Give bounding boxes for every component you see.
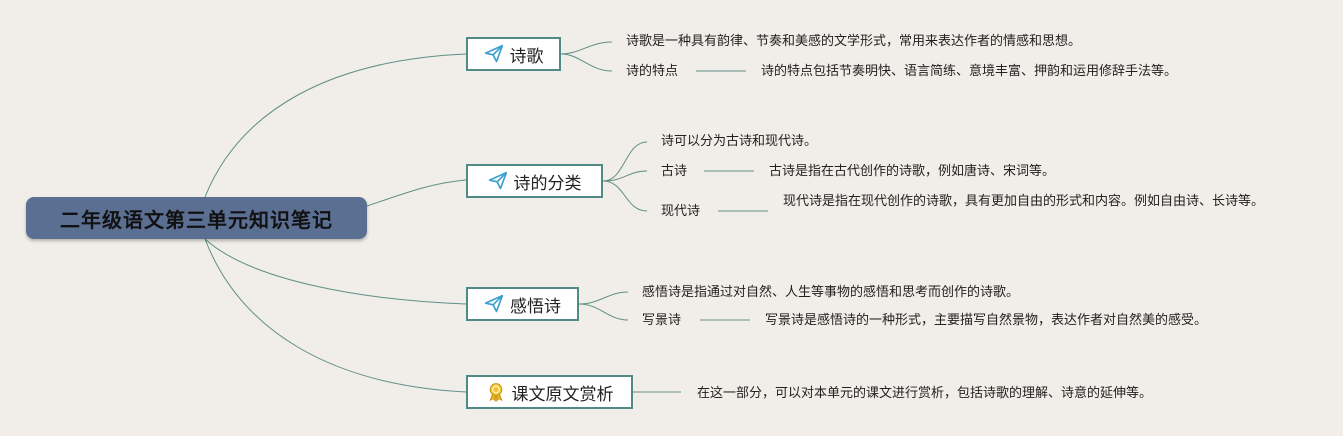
ancient-poetry-label: 古诗: [661, 164, 688, 179]
poetry-desc: 诗歌是一种具有韵律、节奏和美感的文学形式，常用来表达作者的情感和思想。: [626, 34, 1082, 49]
link-classification-ancient: [602, 170, 648, 182]
link-root-classification: [366, 179, 467, 207]
poetry-feature-label: 诗的特点: [626, 64, 679, 79]
branch-classification[interactable]: 诗的分类: [466, 164, 603, 198]
branch-reflective[interactable]: 感悟诗: [466, 287, 579, 321]
link-root-poetry: [204, 53, 467, 198]
link-classification-modern: [602, 180, 648, 212]
poetry-feature-text: 诗的特点包括节奏明快、语言简练、意境丰富、押韵和运用修辞手法等。: [761, 64, 1178, 79]
modern-poetry-label: 现代诗: [661, 204, 701, 219]
ancient-poetry-text: 古诗是指在古代创作的诗歌，例如唐诗、宋词等。: [769, 164, 1056, 179]
link-root-reflective: [204, 238, 467, 305]
appreciation-desc: 在这一部分，可以对本单元的课文进行赏析，包括诗歌的理解、诗意的延伸等。: [697, 386, 1153, 401]
link-classification-desc: [602, 141, 648, 182]
scenery-poetry-label: 写景诗: [642, 313, 682, 328]
classification-desc: 诗可以分为古诗和现代诗。: [661, 134, 818, 149]
branch-appreciation[interactable]: 课文原文赏析: [466, 375, 633, 409]
reflective-desc: 感悟诗是指通过对自然、人生等事物的感悟和思考而创作的诗歌。: [642, 285, 1020, 300]
branch-label: 感悟诗: [510, 296, 561, 317]
link-poetry-feature: [560, 53, 613, 72]
branch-poetry[interactable]: 诗歌: [466, 37, 561, 71]
branch-label: 课文原文赏析: [511, 384, 614, 405]
root-topic[interactable]: 二年级语文第三单元知识笔记: [26, 197, 367, 239]
scenery-poetry-text: 写景诗是感悟诗的一种形式，主要描写自然景物，表达作者对自然美的感受。: [765, 313, 1208, 328]
award-ribbon-icon: [488, 383, 503, 402]
paper-plane-icon: [488, 171, 507, 190]
branch-label: 诗歌: [509, 46, 544, 67]
link-reflective-desc: [578, 291, 629, 305]
modern-poetry-text: 现代诗是指在现代创作的诗歌，具有更加自由的形式和内容。例如自由诗、长诗等。: [783, 194, 1265, 209]
branch-label: 诗的分类: [513, 173, 582, 194]
root-title: 二年级语文第三单元知识笔记: [60, 207, 333, 232]
link-poetry-desc: [560, 41, 613, 55]
link-reflective-scenery: [578, 303, 629, 321]
paper-plane-icon: [484, 44, 503, 63]
paper-plane-icon: [484, 294, 504, 313]
link-root-appreciation: [204, 238, 467, 393]
